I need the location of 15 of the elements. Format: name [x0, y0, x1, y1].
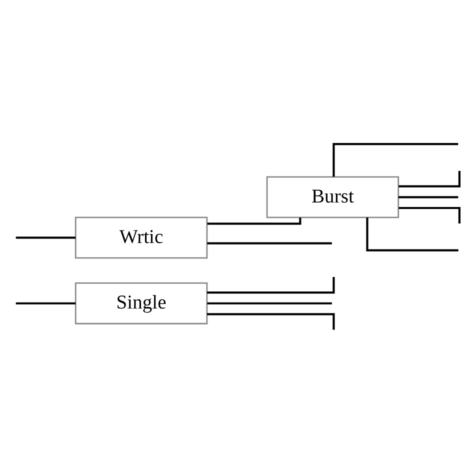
connector	[206, 313, 335, 330]
connector	[398, 206, 460, 224]
connector	[398, 196, 458, 198]
node-box: Wrtic	[74, 216, 208, 259]
connector	[206, 277, 335, 294]
connector	[332, 143, 458, 177]
connector	[16, 236, 76, 239]
node-box: Single	[74, 282, 208, 324]
connector	[398, 170, 460, 188]
connector	[366, 218, 458, 252]
connector	[16, 302, 76, 304]
node-box: Burst	[266, 176, 400, 218]
connector	[207, 302, 332, 304]
connector	[207, 218, 302, 225]
connector	[207, 242, 332, 244]
